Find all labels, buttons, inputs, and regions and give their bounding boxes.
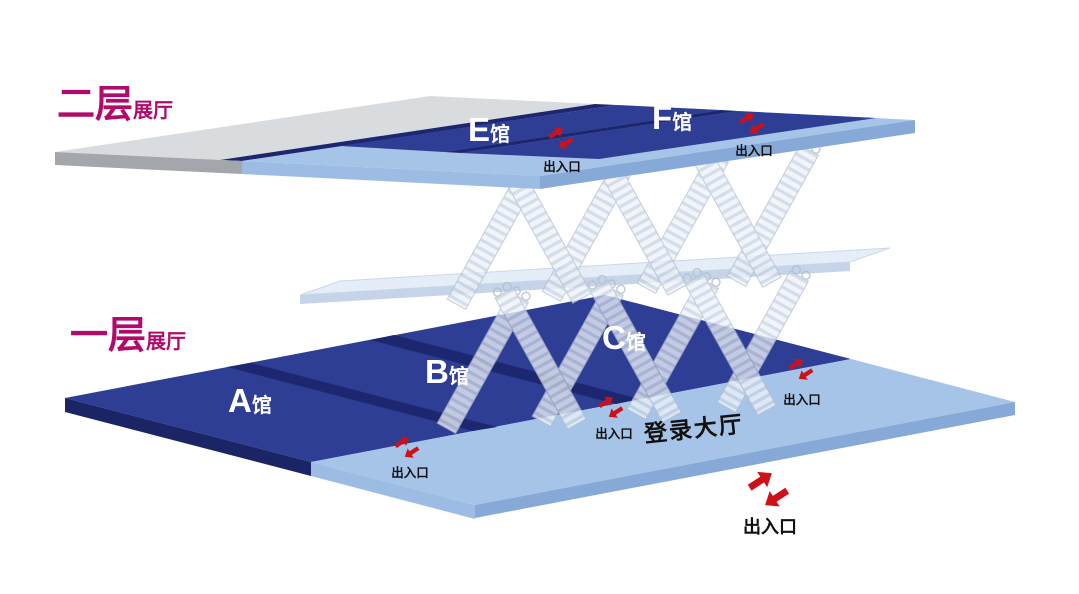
hall-f-label: F馆 xyxy=(652,99,692,136)
entrance-a: 出入口 xyxy=(391,431,429,480)
second-floor-edge-gray xyxy=(55,152,242,174)
first-floor-title: 一层展厅 xyxy=(70,315,186,357)
entrance-main: 出入口 xyxy=(743,463,797,537)
entrance-right: 出入口 xyxy=(783,353,821,407)
first-floor-edge-left-blue xyxy=(311,462,475,519)
first-floor-edge-left xyxy=(65,398,311,476)
first-floor-title-main: 一层 xyxy=(70,315,146,357)
first-floor-slab xyxy=(65,295,1015,519)
divider-gray-e xyxy=(220,104,617,161)
hall-b-label: B馆 xyxy=(425,353,469,390)
hall-e-label: E馆 xyxy=(468,111,510,148)
second-floor-title-main: 二层 xyxy=(57,84,133,126)
entrance-arrows-icon xyxy=(744,463,793,515)
second-floor-edge-left xyxy=(242,161,540,189)
first-floor-edge-front xyxy=(475,402,1015,518)
second-floor-slab xyxy=(55,96,915,189)
second-floor-title-sub: 展厅 xyxy=(133,100,173,122)
hall-e-area xyxy=(340,105,721,152)
entrance-label: 出入口 xyxy=(595,426,633,441)
entrance-label: 出入口 xyxy=(783,392,821,407)
first-floor-halls-area xyxy=(65,295,851,462)
divider-a-b xyxy=(227,363,497,431)
second-floor-gray-area xyxy=(55,96,595,160)
entrance-label: 出入口 xyxy=(543,159,581,174)
second-floor-edge-front xyxy=(540,120,915,189)
entrance-label: 出入口 xyxy=(735,143,773,158)
entrance-label: 出入口 xyxy=(391,465,429,480)
entrance-e: 出入口 xyxy=(543,122,581,174)
hall-a-label: A馆 xyxy=(228,382,272,419)
lobby-area xyxy=(311,359,1015,505)
entrance-bc: 出入口 xyxy=(595,391,633,441)
hall-c-label: C馆 xyxy=(602,319,646,356)
main-entrance-label: 出入口 xyxy=(743,516,797,537)
first-floor-title-sub: 展厅 xyxy=(146,331,186,353)
second-floor-title: 二层展厅 xyxy=(57,84,173,126)
divider-e-f xyxy=(444,110,738,153)
entrance-f: 出入口 xyxy=(735,107,773,158)
